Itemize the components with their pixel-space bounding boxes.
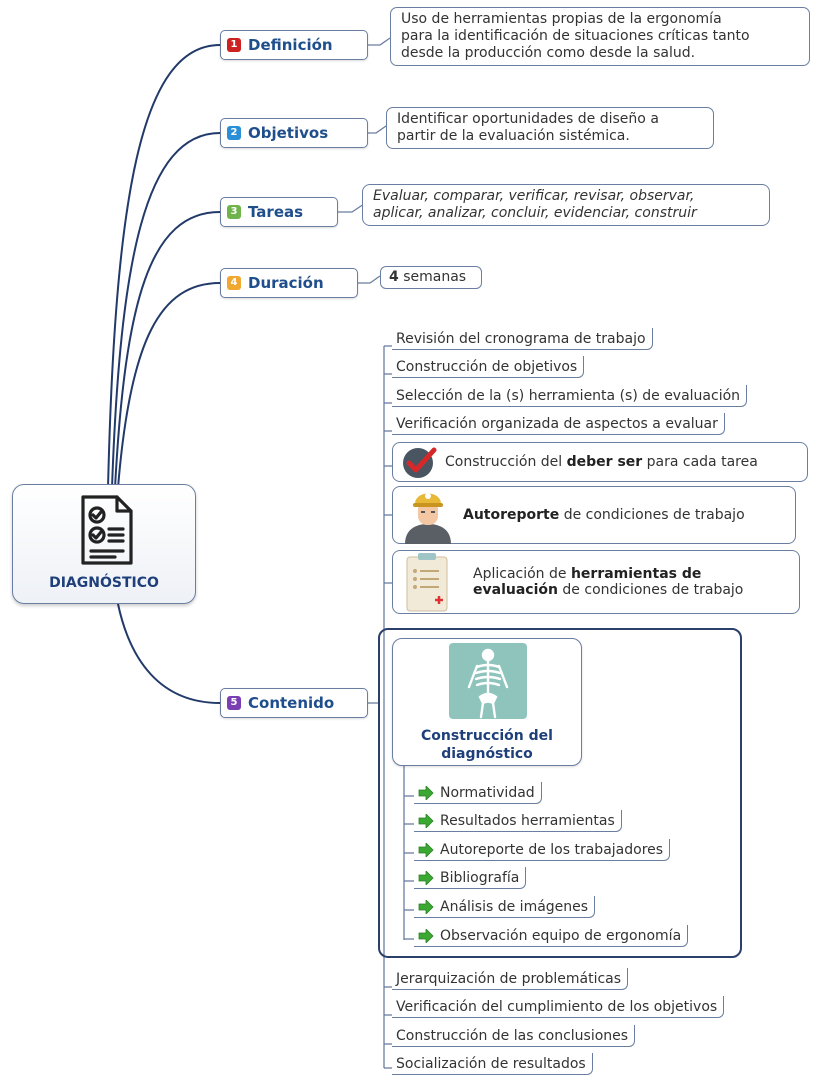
card-deber-ser[interactable]: Construcción del deber ser para cada tar… (392, 442, 808, 482)
definicion-note[interactable]: Uso de herramientas propias de la ergono… (390, 7, 810, 66)
card-text-bold: Autoreporte (463, 507, 560, 523)
contenido-item[interactable]: Jerarquización de problemáticas (392, 968, 629, 990)
note-line: desde la producción como desde la salud. (401, 45, 696, 61)
topic-definicion[interactable]: 1 Definición (220, 30, 368, 60)
contenido-item[interactable]: Construcción de las conclusiones (392, 1025, 636, 1047)
topic-duracion[interactable]: 4 Duración (220, 268, 358, 298)
green-arrow-icon (418, 900, 434, 914)
diagnostico-item[interactable]: Autoreporte de los trabajadores (414, 839, 671, 861)
card-aplicacion[interactable]: Aplicación de herramientas de evaluación… (392, 550, 800, 614)
note-line: Uso de herramientas propias de la ergono… (401, 11, 722, 27)
card-text-pre: Aplicación de (473, 566, 571, 582)
card-text-bold: herramientas de (570, 566, 702, 582)
contenido-item[interactable]: Revisión del cronograma de trabajo (392, 328, 653, 350)
document-checklist-icon (81, 495, 133, 565)
green-arrow-icon (418, 871, 434, 885)
number-1-icon: 1 (227, 38, 241, 52)
number-2-icon: 2 (227, 126, 241, 140)
contenido-item[interactable]: Socialización de resultados (392, 1053, 593, 1075)
diagnostico-item[interactable]: Resultados herramientas (414, 810, 622, 832)
card-text-pre: Construcción del (445, 454, 567, 470)
diagnostico-item-label: Bibliografía (440, 870, 520, 886)
diagnostico-item-label: Autoreporte de los trabajadores (440, 842, 664, 858)
green-arrow-icon (418, 786, 434, 800)
root-title: DIAGNÓSTICO (49, 575, 159, 591)
diagnostico-item[interactable]: Observación equipo de ergonomía (414, 925, 689, 947)
green-arrow-icon (418, 843, 434, 857)
worker-helmet-icon (405, 493, 451, 544)
card-text-post: de condiciones de trabajo (559, 507, 745, 523)
green-arrow-icon (418, 814, 434, 828)
topic-label: Duración (248, 274, 324, 292)
diagnostico-item-label: Observación equipo de ergonomía (440, 928, 682, 944)
root-node-diagnostico[interactable]: DIAGNÓSTICO (12, 484, 196, 604)
diagnostico-item-label: Análisis de imágenes (440, 899, 589, 915)
subtopic-title-line: Construcción del (421, 728, 553, 744)
skeleton-xray-icon (449, 643, 527, 719)
note-line: Evaluar, comparar, verificar, revisar, o… (373, 188, 695, 204)
green-arrow-icon (418, 929, 434, 943)
objetivos-note[interactable]: Identificar oportunidades de diseño a pa… (386, 107, 714, 149)
duracion-number: 4 (389, 269, 399, 285)
diagnostico-item-label: Resultados herramientas (440, 813, 615, 829)
topic-label: Tareas (248, 203, 304, 221)
topic-objetivos[interactable]: 2 Objetivos (220, 118, 368, 148)
duracion-unit: semanas (398, 269, 467, 285)
tareas-note[interactable]: Evaluar, comparar, verificar, revisar, o… (362, 184, 770, 226)
subtopic-construccion-diagnostico[interactable]: Construcción del diagnóstico (392, 638, 582, 766)
number-3-icon: 3 (227, 205, 241, 219)
diagnostico-group-boundary (378, 628, 742, 958)
contenido-item[interactable]: Construcción de objetivos (392, 356, 585, 378)
topic-label: Contenido (248, 694, 335, 712)
note-line: Identificar oportunidades de diseño a (397, 111, 659, 127)
diagnostico-item[interactable]: Análisis de imágenes (414, 896, 596, 918)
topic-label: Objetivos (248, 124, 329, 142)
card-text: Construcción del deber ser para cada tar… (445, 454, 758, 470)
subtopic-title-line: diagnóstico (441, 746, 533, 762)
number-4-icon: 4 (227, 276, 241, 290)
topic-label: Definición (248, 36, 333, 54)
diagnostico-item[interactable]: Normatividad (414, 782, 542, 804)
contenido-item[interactable]: Verificación organizada de aspectos a ev… (392, 413, 725, 435)
note-line: partir de la evaluación sistémica. (397, 128, 630, 144)
card-autoreporte[interactable]: Autoreporte de condiciones de trabajo (392, 486, 796, 544)
card-text-post: para cada tarea (642, 454, 758, 470)
card-text-post: de condiciones de trabajo (557, 582, 744, 598)
topic-contenido[interactable]: 5 Contenido (220, 688, 368, 718)
number-5-icon: 5 (227, 696, 241, 710)
contenido-item[interactable]: Verificación del cumplimiento de los obj… (392, 996, 725, 1018)
card-text-bold: deber ser (566, 454, 643, 470)
topic-tareas[interactable]: 3 Tareas (220, 197, 338, 227)
contenido-item[interactable]: Selección de la (s) herramienta (s) de e… (392, 385, 748, 407)
clipboard-icon (406, 553, 448, 612)
duracion-note[interactable]: 4 semanas (380, 266, 482, 289)
note-line: aplicar, analizar, concluir, evidenciar,… (373, 205, 697, 221)
diagnostico-item-label: Normatividad (440, 785, 535, 801)
check-mark-icon (403, 447, 437, 478)
note-line: para la identificación de situaciones cr… (401, 28, 750, 44)
diagnostico-item[interactable]: Bibliografía (414, 867, 527, 889)
card-text-bold: evaluación (473, 582, 558, 598)
